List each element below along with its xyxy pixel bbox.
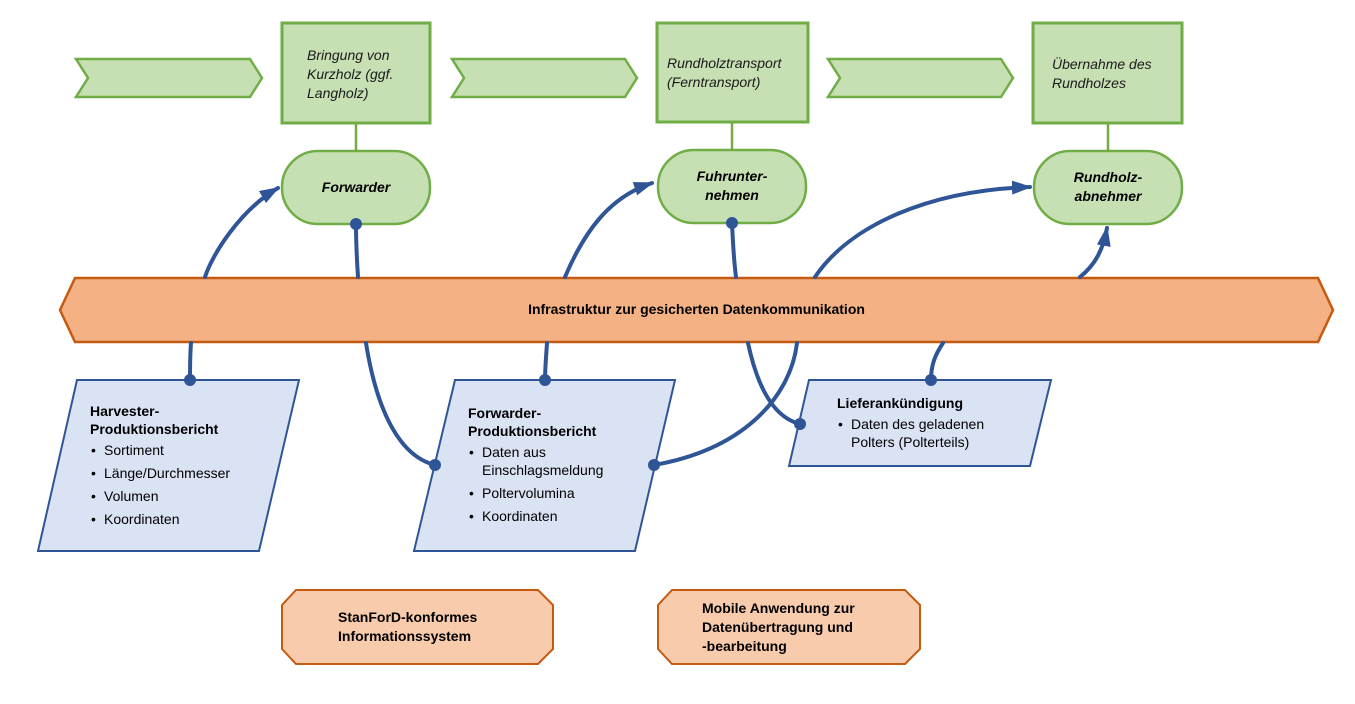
- process-chevron-2: [449, 57, 639, 99]
- connector-dot: [429, 459, 441, 471]
- document-item-list: Daten des geladenen Polters (Polterteils…: [837, 415, 1027, 451]
- function-box-bringung: [280, 21, 432, 125]
- connector-segment-abnehmer-below: [652, 341, 799, 467]
- role-label-abnehmer: Rundholz- abnehmer: [1034, 168, 1182, 206]
- connector-dot: [184, 374, 196, 386]
- document-title: Harvester-: [90, 403, 160, 419]
- document-title: Produktionsbericht: [468, 423, 597, 439]
- function-label-uebernahme: Übernahme des Rundholzes: [1052, 56, 1152, 91]
- function-label-transport: Rundholztransport (Ferntransport): [667, 55, 782, 90]
- infrastructure-bar: [58, 276, 1335, 344]
- connector-dot: [794, 418, 806, 430]
- connector-segment-forwarder-above: [354, 222, 360, 279]
- role-label-line: Fuhrunter-: [696, 168, 768, 184]
- document-title: Forwarder-: [468, 405, 542, 421]
- connector-segment-fuhr-below: [746, 341, 802, 426]
- document-item-list: Sortiment Länge/Durchmesser Volumen Koor…: [90, 441, 280, 528]
- role-label-line: Rundholz-: [1073, 169, 1143, 185]
- system-label-line: -bearbeitung: [702, 638, 787, 654]
- connector-dot: [726, 217, 738, 229]
- system-label-stanford: StanForD-konformes Informationssystem: [338, 608, 538, 646]
- document-item: Sortiment: [90, 441, 280, 459]
- connector-segment-abnehmer-above: [813, 180, 1032, 279]
- role-label-forwarder: Forwarder: [282, 178, 430, 197]
- document-item: Koordinaten: [468, 507, 643, 525]
- document-item: Daten des geladenen Polters (Polterteils…: [837, 415, 1019, 451]
- function-label-bringung: Bringung von Kurzholz (ggf. Langholz): [307, 47, 394, 101]
- document-lieferankuendigung: Lieferankündigung Daten des geladenen Po…: [837, 394, 1027, 456]
- connector-segment-liefer-above: [1078, 226, 1111, 279]
- connector-dot: [350, 218, 362, 230]
- connector-dot: [539, 374, 551, 386]
- process-chevron-1: [73, 57, 264, 99]
- system-label-line: Mobile Anwendung zur: [702, 600, 855, 616]
- role-label-line: abnehmer: [1074, 188, 1142, 204]
- system-shape-mobile: [657, 589, 921, 665]
- document-item: Daten aus Einschlagsmeldung: [468, 443, 632, 479]
- role-label-line: nehmen: [705, 187, 759, 203]
- role-label-forwarder-text: Forwarder: [321, 179, 391, 195]
- connector-segment-fuhr-above: [730, 221, 738, 279]
- document-harvester: Harvester- Produktionsbericht Sortiment …: [90, 402, 280, 533]
- document-item: Länge/Durchmesser: [90, 464, 280, 482]
- function-box-transport: [655, 21, 810, 124]
- document-item-list: Daten aus Einschlagsmeldung Poltervolumi…: [468, 443, 643, 525]
- system-shape-stanford: [281, 589, 554, 665]
- document-item: Poltervolumina: [468, 484, 643, 502]
- infrastructure-label: Infrastruktur zur gesicherten Datenkommu…: [528, 301, 865, 317]
- system-label-line: StanForD-konformes: [338, 609, 478, 625]
- system-label-line: Datenübertragung und: [702, 619, 853, 635]
- connector-dot: [925, 374, 937, 386]
- system-label-line: Informationssystem: [338, 628, 472, 644]
- document-forwarder-report: Forwarder- Produktionsbericht Daten aus …: [468, 404, 643, 530]
- connector-segment-fwreport-above: [563, 181, 654, 279]
- document-item: Koordinaten: [90, 510, 280, 528]
- connector-segment-harvester-above: [203, 186, 280, 279]
- process-chevron-3: [825, 57, 1015, 99]
- connector-segment-forwarder-below: [364, 341, 437, 467]
- system-label-mobile: Mobile Anwendung zur Datenübertragung un…: [702, 599, 902, 656]
- document-item: Volumen: [90, 487, 280, 505]
- role-label-fuhrunternehmen: Fuhrunter- nehmen: [658, 167, 806, 205]
- role-pill-abnehmer: [1032, 149, 1184, 226]
- connector-dot: [648, 459, 660, 471]
- document-title: Produktionsbericht: [90, 421, 219, 437]
- document-title: Lieferankündigung: [837, 395, 963, 411]
